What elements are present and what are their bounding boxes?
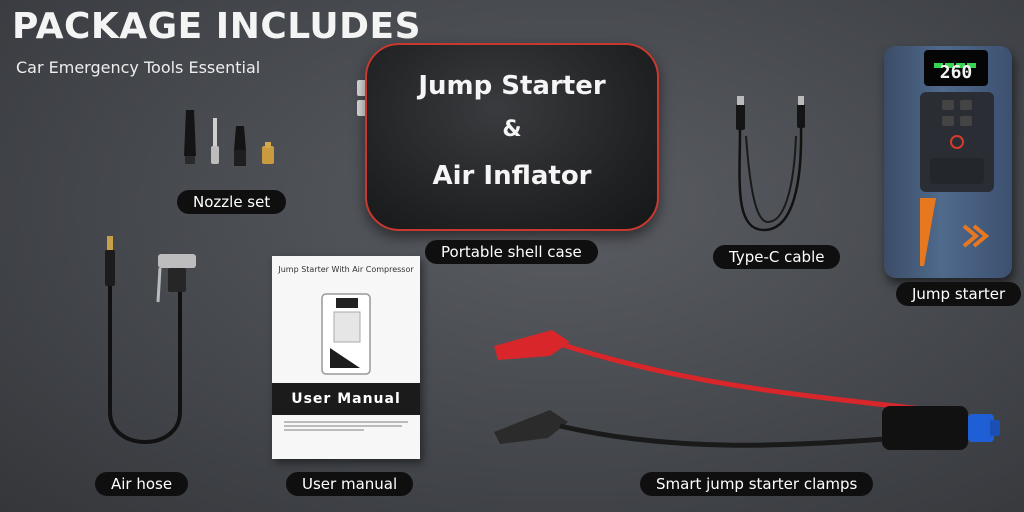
page-subtitle: Car Emergency Tools Essential bbox=[16, 58, 261, 77]
manual-band-text: User Manual bbox=[291, 391, 401, 407]
label-air-hose: Air hose bbox=[95, 472, 189, 496]
case-text-line1: Jump Starter bbox=[418, 71, 606, 101]
case-zipper-image bbox=[357, 80, 367, 116]
label-type-c-cable: Type-C cable bbox=[713, 245, 841, 269]
case-text-line3: Air Inflator bbox=[432, 161, 592, 191]
device-buttons-icon bbox=[930, 100, 984, 184]
device-display-value: 260 bbox=[939, 62, 973, 83]
device-button-panel bbox=[920, 92, 994, 192]
page-title: PACKAGE INCLUDES bbox=[12, 6, 422, 47]
type-c-cable-image bbox=[736, 96, 805, 232]
air-hose-image bbox=[105, 236, 196, 444]
battery-bars-icon bbox=[934, 53, 978, 72]
jump-clamps-image bbox=[494, 330, 1000, 450]
case-text-line2: & bbox=[502, 117, 522, 142]
manual-header-text: Jump Starter With Air Compressor bbox=[278, 265, 414, 274]
label-nozzle-set: Nozzle set bbox=[177, 190, 287, 214]
case-image: Jump Starter & Air Inflator bbox=[365, 43, 659, 231]
label-portable-shell-case: Portable shell case bbox=[425, 240, 598, 264]
label-smart-clamps: Smart jump starter clamps bbox=[640, 472, 874, 496]
manual-device-illustration bbox=[321, 293, 371, 375]
manual-title-band: User Manual bbox=[272, 383, 420, 415]
device-display: 260 bbox=[924, 50, 988, 86]
nozzle-set-image bbox=[184, 110, 274, 166]
user-manual-image: Jump Starter With Air Compressor User Ma… bbox=[272, 256, 420, 459]
jump-starter-device-image: 260 bbox=[884, 46, 1012, 278]
label-jump-starter: Jump starter bbox=[896, 282, 1022, 306]
device-orange-stripes bbox=[920, 198, 990, 266]
label-user-manual: User manual bbox=[286, 472, 414, 496]
manual-fine-print bbox=[284, 421, 408, 431]
